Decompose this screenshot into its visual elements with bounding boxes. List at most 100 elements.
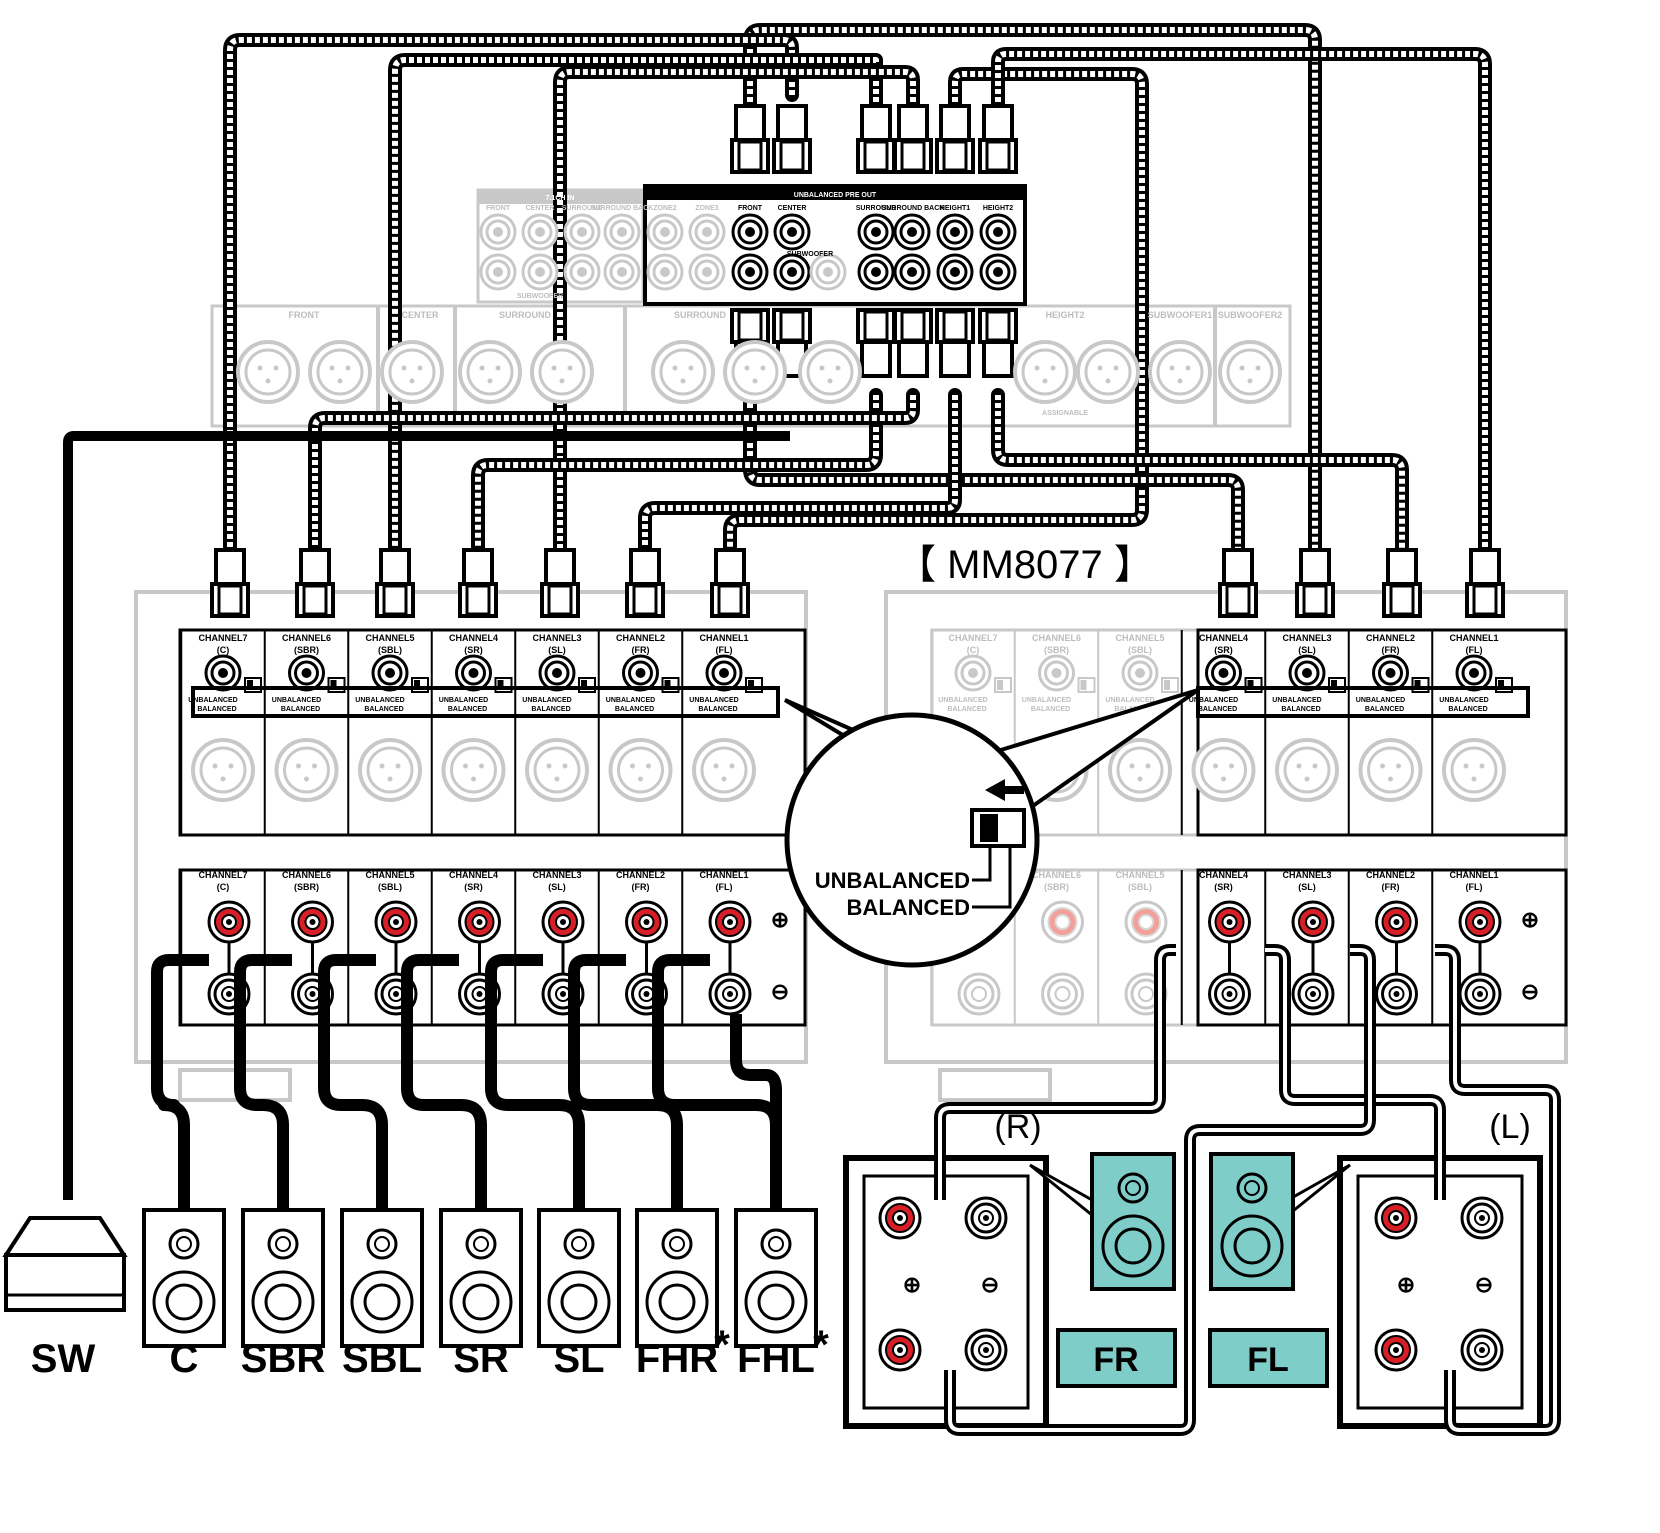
amp-spk-channel-sub: (SBR) [1044,882,1069,892]
amp-spk-channel-sub: (FL) [1466,882,1483,892]
xlr-jack [1218,340,1282,404]
switch-balanced-label: BALANCED [947,706,986,713]
ch71-sub-label: SUBWOOFER [517,293,563,300]
speaker-terminal-plus [708,900,752,944]
amp-channel-sub: (FL) [1466,645,1483,655]
amp-rca-input [954,654,992,692]
amp-spk-channel-sub: (SR) [1214,882,1233,892]
speaker-box-icon [439,1208,523,1348]
amp-spk-channel-name: CHANNEL6 [282,870,331,880]
amp-xlr-input [274,738,339,802]
switch-balanced-label: BALANCED [448,706,487,713]
amp-channel-name: CHANNEL2 [616,633,665,643]
amp-channel-name: CHANNEL5 [1115,633,1164,643]
switch-balanced-label: BALANCED [615,706,654,713]
amp-channel-sub: (SR) [1214,645,1233,655]
speaker-terminal-plus [207,900,251,944]
biamp-right-plus: ⊕ [903,1272,921,1297]
minus-symbol: ⊖ [1521,979,1539,1004]
amp-switch [1161,677,1179,693]
xlr-jack [651,340,715,404]
rca-plug [458,548,498,618]
switch-balanced-label: BALANCED [531,706,570,713]
rca-plug [730,104,770,174]
speaker-box-icon [734,1208,818,1348]
amp-xlr-input [358,738,422,802]
speaker-wire [151,954,209,1210]
speaker-label: SL [553,1337,604,1381]
balanced-group-label: FRONT [289,310,320,320]
speaker-label: SR [453,1337,509,1381]
rca-plug [935,104,975,174]
switch-balanced-label: BALANCED [1198,706,1237,713]
amp-spk-channel-sub: (SR) [464,882,483,892]
speaker-asterisk: * [813,1323,829,1367]
preout-jack-label: SURROUND BACK [882,205,945,212]
ch71-title: 7.1CH IN [546,195,575,202]
speaker-wire [485,954,585,1210]
preout-jack [731,213,769,251]
switch-unbalanced-label: UNBALANCED [1022,697,1071,704]
amp-rca-input [371,654,409,692]
rca-plug [893,104,933,174]
rca-plug [625,548,665,618]
switch-unbalanced-label: UNBALANCED [272,697,321,704]
rca-plug [295,548,335,618]
preout-title: UNBALANCED PRE OUT [794,192,877,199]
speaker-wire [234,954,292,1210]
preout-jack-label: HEIGHT1 [940,205,970,212]
switch-balanced-label: BALANCED [197,706,236,713]
ch71-jack [479,253,517,291]
model-label: 【 MM8077 】 [896,543,1154,587]
ch71-jack [563,253,601,291]
xlr-jack [530,340,594,404]
amp-xlr-input [191,738,255,802]
balanced-group-label: SURROUND [499,310,552,320]
switch-unbalanced-label: UNBALANCED [689,697,738,704]
amp-rca-input [1205,654,1242,692]
subwoofer-jack [773,253,811,291]
switch-unbalanced-label: UNBALANCED [1272,697,1321,704]
subwoofer2-jack [809,253,847,291]
amp-channel-sub: (SBR) [1044,645,1069,655]
amp-spk-channel-name: CHANNEL5 [1115,870,1164,880]
amp-spk-channel-name: CHANNEL2 [1366,870,1415,880]
xlr-jack [458,340,522,404]
switch-balanced-label: BALANCED [1365,706,1404,713]
rca-plug [375,548,415,618]
zone-jack [688,213,726,251]
biamp-wires [934,944,1561,1436]
speaker-wire [318,954,388,1210]
switch-unbalanced-label: UNBALANCED [1105,697,1154,704]
switch-zoom-callout: UNBALANCED BALANCED [783,688,1200,968]
speaker-terminal-plus [1041,900,1084,944]
rca-plug [856,308,896,378]
amp-rca-input [1121,654,1159,692]
rca-plug [856,104,896,174]
amp-channel-name: CHANNEL6 [282,633,331,643]
amp-spk-channel-name: CHANNEL4 [449,870,498,880]
speaker-label: SBL [342,1337,422,1381]
speaker-terminal-minus [1041,972,1084,1016]
amp-rca-input [1372,654,1409,692]
switch-balanced-label: BALANCED [364,706,403,713]
zone-jack [688,253,726,291]
biamp-right-minus: ⊖ [981,1272,999,1297]
speaker-label: SBR [241,1337,326,1381]
zone-jack [646,213,684,251]
amp-spk-channel-name: CHANNEL1 [1449,870,1498,880]
speaker-box-icon [340,1208,424,1348]
ch71-jack [521,253,559,291]
amp-spk-channel-name: CHANNEL3 [532,870,581,880]
speaker-terminal-minus [1375,972,1418,1016]
speaker-terminal-minus [708,972,752,1016]
amp-channel-name: CHANNEL4 [1199,633,1248,643]
amp-channel-name: CHANNEL1 [699,633,748,643]
amp-spk-channel-sub: (FL) [716,882,733,892]
balanced-group-label: CENTER [401,310,439,320]
xlr-jack [380,340,444,404]
preout-jack-label: FRONT [738,205,763,212]
preout-subwoofer-label: SUBWOOFER [787,251,833,258]
preout-jack [893,253,931,291]
preout-jack [979,213,1017,251]
